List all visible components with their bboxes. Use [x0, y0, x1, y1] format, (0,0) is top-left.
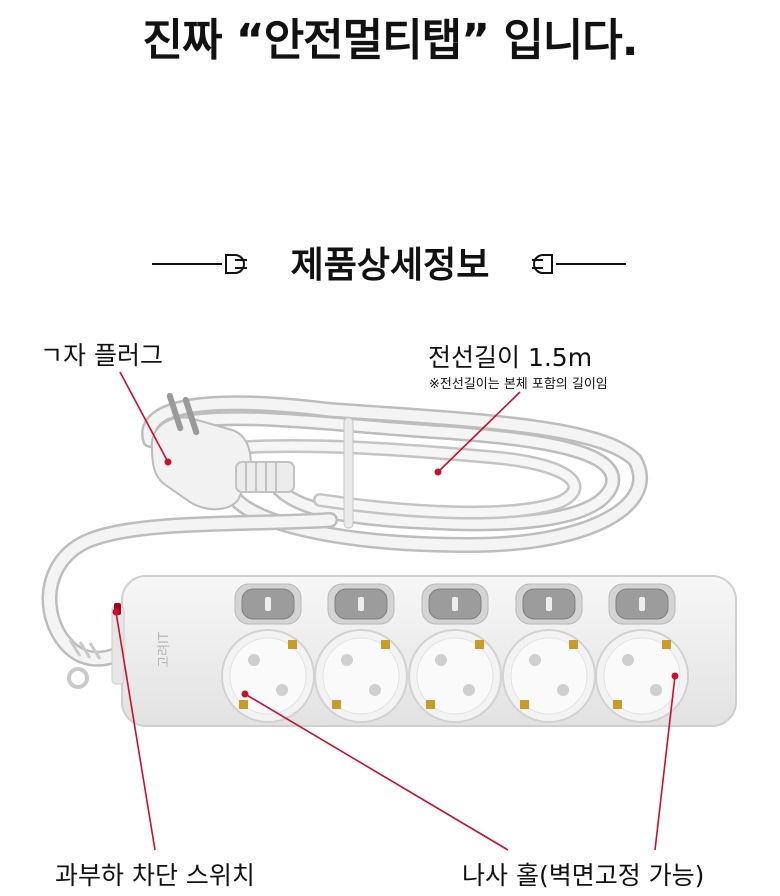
ground-contact-top-4	[569, 640, 578, 649]
cable-length-note: ※전선길이는 본체 포함의 길이임	[429, 377, 608, 392]
callout-lines	[112, 371, 679, 851]
socket-hole-b-5	[650, 684, 662, 696]
title-line-left	[152, 263, 222, 265]
screw-callout-line-2	[654, 675, 676, 851]
switch-mark-1	[265, 597, 271, 611]
socket-hole-a-1	[248, 654, 260, 666]
strain-relief	[68, 639, 102, 660]
socket-hole-a-3	[435, 654, 447, 666]
switch-callout-line	[115, 611, 156, 851]
angle-plug	[150, 392, 295, 511]
switch-mark-2	[358, 597, 364, 611]
plug-icon-right	[532, 254, 553, 274]
socket-hole-a-5	[622, 654, 634, 666]
overload-switch-label: 과부하 차단 스위치	[55, 861, 255, 890]
ground-contact-bottom-2	[332, 700, 341, 709]
switch-mark-5	[639, 597, 645, 611]
brand-mark: 고려IT	[157, 632, 172, 668]
cable-tie	[343, 417, 354, 529]
switch-mark-4	[546, 597, 552, 611]
ground-contact-top-5	[662, 640, 671, 649]
cable-callout-line	[437, 391, 521, 473]
plug-callout-label: ㄱ자 플러그	[40, 341, 163, 370]
ground-contact-bottom-5	[613, 700, 622, 709]
socket-hole-b-2	[369, 684, 381, 696]
switch-mark-3	[452, 597, 458, 611]
cable-length-label: 전선길이 1.5m	[428, 343, 593, 372]
ground-contact-top-3	[475, 640, 484, 649]
socket-hole-a-2	[341, 654, 353, 666]
socket-hole-b-1	[276, 684, 288, 696]
ground-contact-bottom-3	[426, 700, 435, 709]
socket-hole-a-4	[529, 654, 541, 666]
coiled-cable	[41, 395, 648, 667]
section-title: 제품상세정보	[290, 245, 490, 286]
ground-contact-bottom-1	[239, 700, 248, 709]
screw-hole-label: 나사 홀(벽면고정 가능)	[462, 861, 705, 890]
plug-icon-left	[225, 254, 247, 274]
socket-hole-b-3	[463, 684, 475, 696]
page-headline: 진짜 “안전멀티탭” 입니다.	[142, 15, 639, 66]
socket-hole-b-4	[557, 684, 569, 696]
ground-contact-top-1	[288, 640, 297, 649]
plug-callout-line	[119, 371, 169, 463]
ground-contact-top-2	[381, 640, 390, 649]
outlet-units	[221, 583, 689, 723]
cable-ring	[67, 667, 89, 689]
title-line-right	[556, 263, 626, 265]
screw-callout-line-1	[244, 693, 509, 851]
ground-contact-bottom-4	[520, 700, 529, 709]
